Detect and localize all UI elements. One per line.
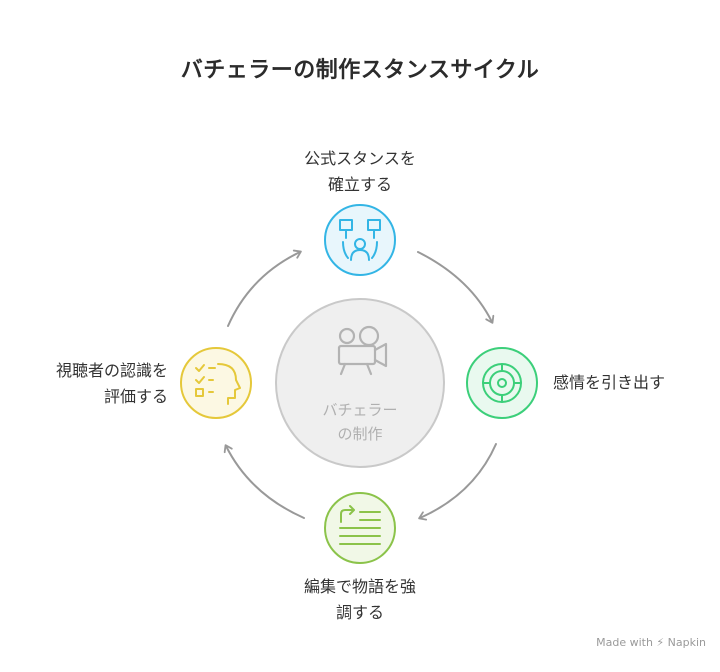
arrow-left-to-top — [227, 249, 302, 327]
step-label-bottom: 編集で物語を強 調する — [250, 574, 470, 626]
step-right-circle — [466, 347, 538, 419]
film-camera-icon — [337, 325, 388, 376]
center-circle — [275, 298, 445, 468]
step-top-line1: 公式スタンスを — [304, 149, 416, 168]
step-left-line1: 視聴者の認識を — [55, 361, 168, 380]
step-bottom-line1: 編集で物語を強 — [303, 577, 416, 596]
napkin-credit: Made with ⚡ Napkin — [596, 636, 706, 649]
step-label-left: 視聴者の認識を 評価する — [0, 358, 168, 410]
center-label-line2: の制作 — [337, 425, 383, 443]
arrow-bottom-to-left — [223, 444, 305, 519]
arrow-right-to-bottom — [418, 443, 497, 521]
step-label-top: 公式スタンスを 確立する — [250, 146, 470, 198]
people-signs-icon — [339, 219, 381, 261]
step-bottom-line2: 調する — [335, 603, 384, 622]
head-checklist-icon — [195, 363, 241, 405]
step-right-line1: 感情を引き出す — [553, 373, 666, 392]
arrow-top-to-right — [417, 251, 495, 324]
center-label-line1: バチェラー — [322, 401, 398, 419]
step-left-circle — [180, 347, 252, 419]
target-icon — [482, 363, 522, 403]
center-label: バチェラー の制作 — [280, 398, 440, 446]
step-left-line2: 評価する — [103, 387, 168, 406]
text-edit-icon — [339, 505, 381, 545]
diagram-title: バチェラーの制作スタンスサイクル — [180, 58, 540, 83]
step-top-line2: 確立する — [327, 175, 392, 194]
step-label-right: 感情を引き出す — [553, 370, 713, 396]
